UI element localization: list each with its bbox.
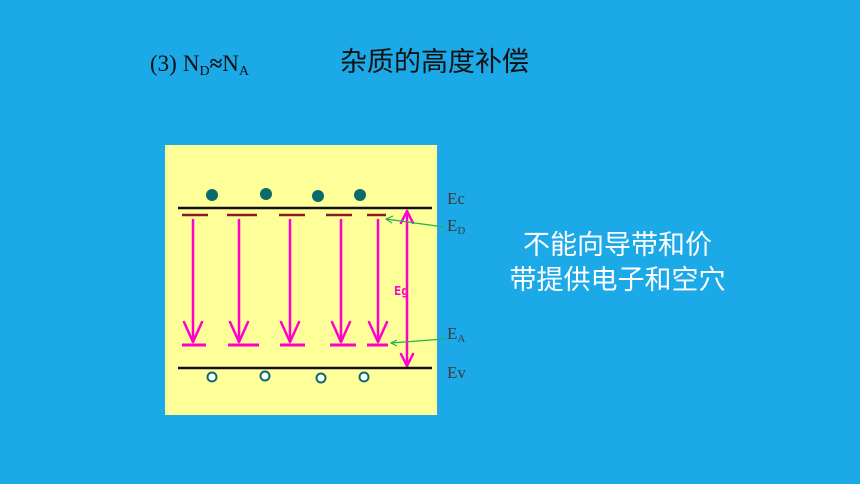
holes [206, 370, 370, 384]
transition-arrow [279, 218, 301, 344]
donor-symbol: N [182, 51, 200, 76]
hole-circle [206, 371, 218, 383]
acceptor-subscript: A [238, 64, 249, 79]
transition-arrow [330, 218, 352, 344]
donor-concentration: ND [182, 51, 210, 79]
acceptor-leader [389, 338, 445, 347]
approx-sign: ≈ [209, 51, 223, 76]
electron-dot [260, 188, 272, 200]
transition-arrow [367, 218, 389, 344]
donor-level-label: ED [447, 217, 465, 237]
band-gap-label: Eg [394, 284, 409, 298]
donor-level-subscript: D [457, 225, 466, 237]
hole-circle [315, 372, 327, 384]
transition-arrows [182, 218, 389, 344]
donor-level-symbol: E [447, 216, 458, 235]
donor-leader [384, 215, 445, 228]
acceptor-symbol: N [222, 51, 239, 76]
transition-arrow [228, 218, 250, 344]
hole-circle [259, 370, 271, 382]
item-number: (3) [150, 51, 177, 76]
electron-dot [354, 189, 366, 201]
transition-arrow [182, 218, 204, 344]
slide-topic: 杂质的高度补偿 [340, 47, 529, 78]
acceptor-level-symbol: E [447, 324, 458, 343]
diagram-panel [165, 145, 437, 415]
acceptor-level-subscript: A [457, 333, 466, 345]
explanation-text: 不能向导带和价 带提供电子和空穴 [480, 228, 755, 298]
band-gap-arrow [399, 209, 415, 368]
electron-dot [206, 189, 218, 201]
electron-dot [312, 190, 324, 202]
leader-lines [384, 215, 445, 347]
conduction-band-label: Ec [447, 189, 465, 208]
donor-subscript: D [199, 64, 210, 79]
valence-band-label: Ev [447, 363, 466, 382]
electrons [206, 188, 366, 202]
hole-circle [358, 371, 370, 383]
slide-heading: (3)ND≈NA [150, 52, 249, 79]
explanation-line: 不能向导带和价 [523, 230, 712, 261]
explanation-line: 带提供电子和空穴 [509, 265, 726, 296]
acceptor-concentration: NA [222, 51, 249, 79]
acceptor-level-label: EA [447, 325, 465, 345]
